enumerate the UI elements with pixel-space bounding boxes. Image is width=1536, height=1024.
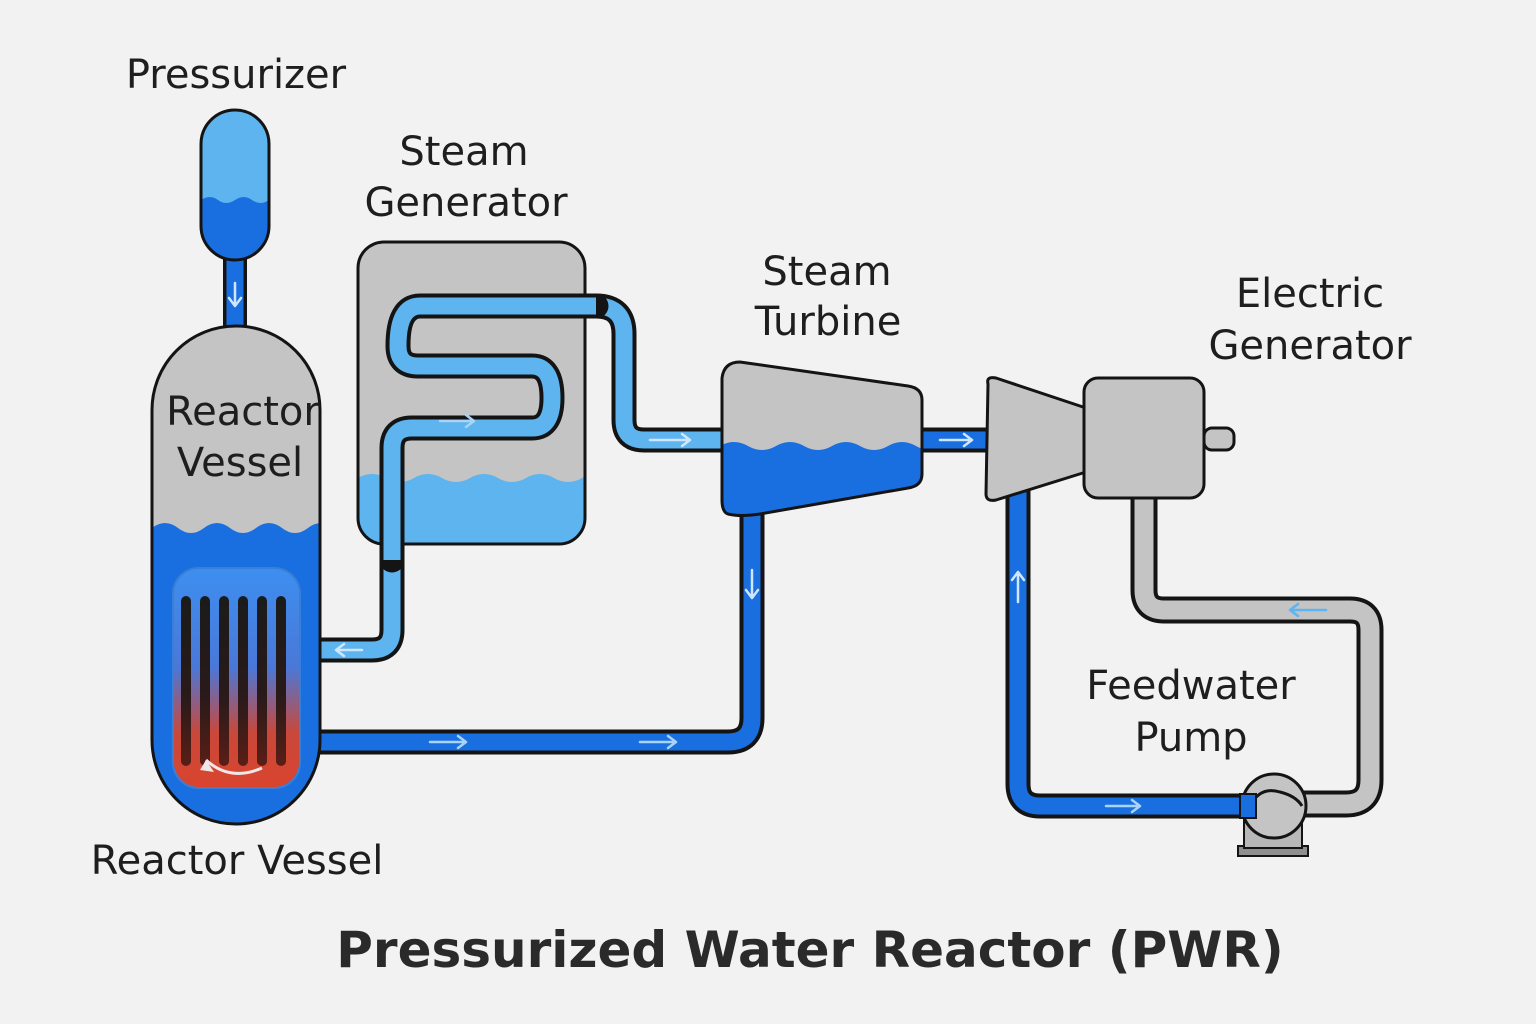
pressurizer-label: Pressurizer — [126, 52, 347, 98]
reactor-vessel-caption: Reactor Vessel — [91, 838, 384, 884]
steam-turbine-label-line2: Turbine — [754, 299, 902, 345]
condensate-line-pipe — [1130, 482, 1384, 818]
feedwater-pump-label-line2: Pump — [1134, 715, 1247, 761]
electric-generator — [1082, 376, 1236, 500]
pressurizer — [199, 108, 271, 262]
electric-generator-label-line1: Electric — [1236, 271, 1384, 317]
steam-generator — [356, 240, 609, 573]
circulation-arrow-icon — [204, 758, 263, 775]
return-line-pipe — [305, 495, 765, 755]
reactor-vessel — [150, 324, 322, 826]
steam-generator-label-line2: Generator — [364, 180, 568, 226]
steam-generator-label-line1: Steam — [399, 129, 528, 175]
diagram-title: Pressurized Water Reactor (PWR) — [336, 921, 1283, 979]
fuel-rod-icon — [181, 596, 286, 766]
flow-arrow-icon — [227, 281, 1328, 814]
steam-turbine — [720, 360, 924, 517]
turbine-stage — [984, 376, 1088, 502]
reactor-vessel-inner-label-line2: Vessel — [177, 440, 303, 486]
steam-turbine-label-line1: Steam — [762, 249, 891, 295]
reactor-vessel-inner-label-line1: Reactor — [166, 389, 320, 435]
electric-generator-label-line2: Generator — [1208, 323, 1412, 369]
feedwater-pump-label-line1: Feedwater — [1086, 663, 1296, 709]
pump-icon — [1237, 772, 1309, 857]
feedwater-line-pipe — [1005, 477, 1263, 819]
generator-shaft-icon — [1202, 426, 1236, 452]
